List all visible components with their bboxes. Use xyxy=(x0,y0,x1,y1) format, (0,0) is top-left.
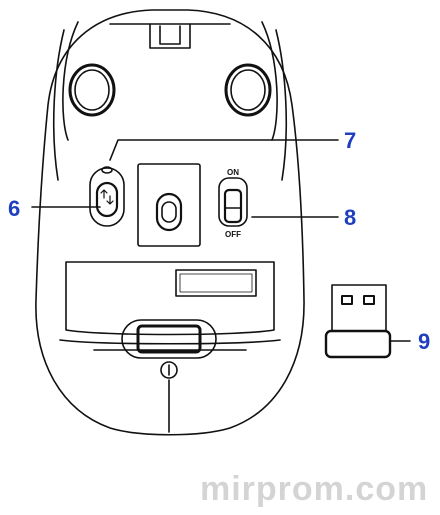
top-notch-inner xyxy=(159,25,181,45)
bottom-screw xyxy=(160,361,178,379)
battery-cover-label xyxy=(175,269,257,297)
receiver-slot xyxy=(136,324,202,354)
callout-6: 6 xyxy=(8,196,20,221)
dpi-button-arrows-icon xyxy=(100,189,114,205)
battery-cover-band xyxy=(59,339,281,345)
dpi-button[interactable] xyxy=(95,181,119,218)
right-foot-pad xyxy=(224,63,272,117)
leader-line-7 xyxy=(109,139,339,161)
power-switch-slider[interactable] xyxy=(223,188,243,224)
left-foot-pad-inner xyxy=(74,69,110,111)
optical-sensor xyxy=(155,192,183,232)
left-foot-pad xyxy=(68,63,116,117)
watermark: mirprom.com xyxy=(200,470,429,508)
power-switch-housing xyxy=(218,177,248,227)
led-indicator xyxy=(101,166,113,174)
left-side-rail xyxy=(52,21,79,181)
optical-sensor-lens xyxy=(161,201,177,223)
callout-8: 8 xyxy=(344,205,356,230)
battery-cover-outline xyxy=(65,261,275,336)
usb-receiver-connector xyxy=(331,284,387,332)
receiver-slot-outer xyxy=(121,319,217,359)
battery-cover-label-inner xyxy=(179,273,253,293)
sensor-plate xyxy=(137,163,201,247)
right-foot-pad-inner xyxy=(230,69,266,111)
usb-receiver-pin-left xyxy=(341,295,353,305)
right-side-rail xyxy=(261,21,288,181)
top-notch xyxy=(149,23,191,49)
dpi-button-housing xyxy=(89,167,125,227)
switch-off-label: OFF xyxy=(225,230,241,239)
usb-receiver-pin-right xyxy=(363,295,375,305)
callout-9: 9 xyxy=(418,329,430,354)
usb-receiver-body xyxy=(324,329,392,359)
switch-on-label: ON xyxy=(227,168,239,177)
callout-7: 7 xyxy=(344,128,356,153)
mouse-body-outline xyxy=(35,9,305,436)
